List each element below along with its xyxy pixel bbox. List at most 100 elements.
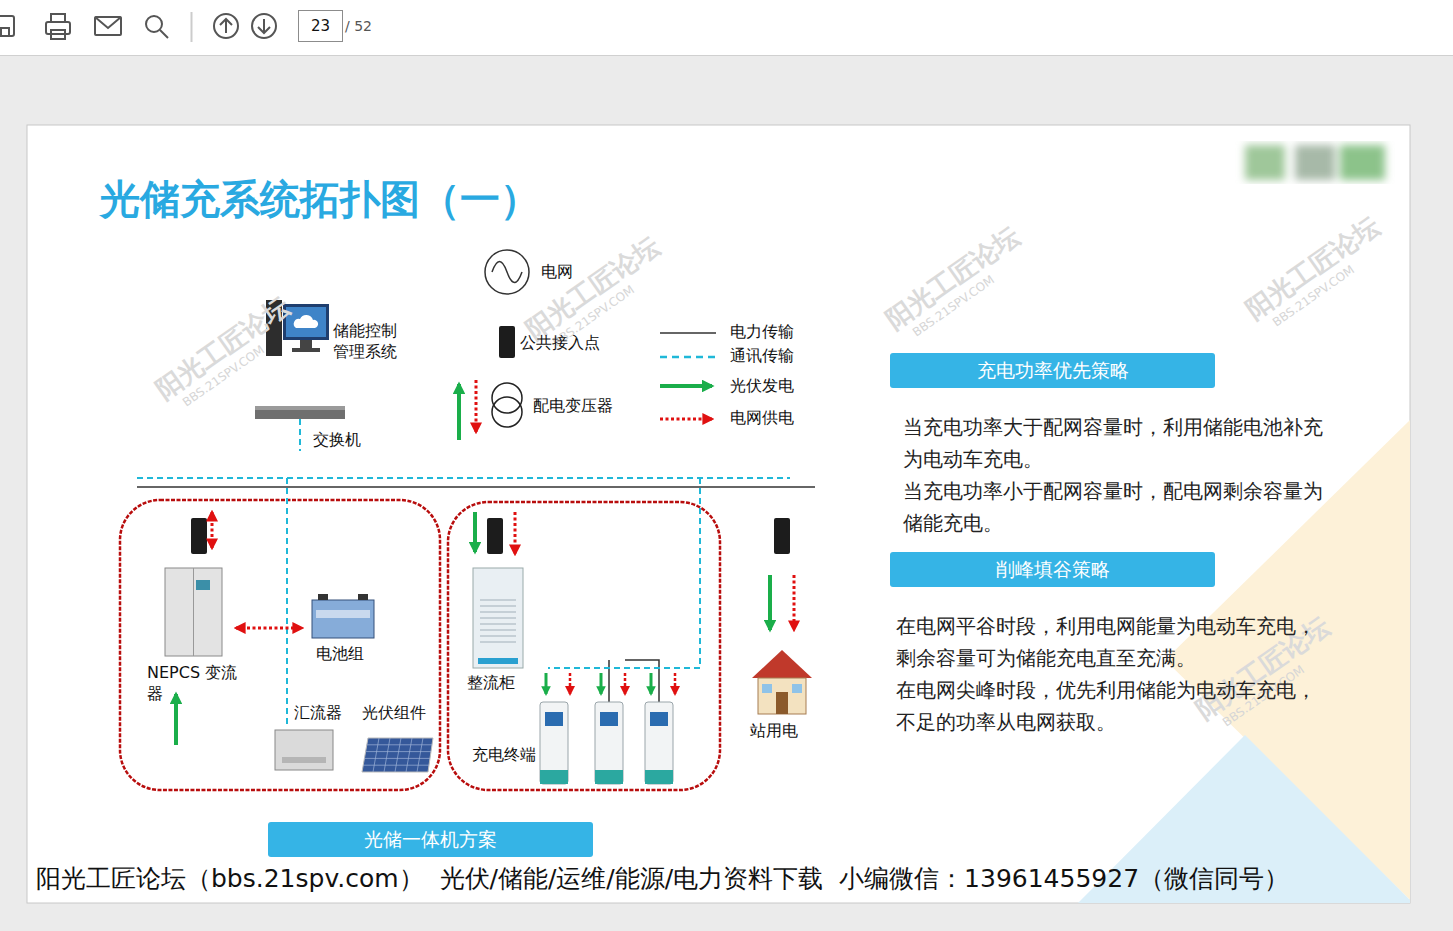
strategy-note: 当充电功率小于配网容量时，配电网剩余容量为储能充电。	[903, 475, 1335, 539]
footer-text: 阳光工匠论坛（bbs.21spv.com） 光伏/储能/运维/能源/电力资料下载…	[36, 864, 1289, 894]
viewer-chrome	[0, 0, 1453, 55]
power-wire	[137, 487, 815, 702]
flow-indicator-arrow	[768, 575, 772, 630]
rectifier-cabinet-icon	[480, 623, 516, 625]
switch-box-symbol	[774, 518, 790, 554]
rectifier-cabinet-icon	[473, 568, 523, 668]
node-label: 储能控制管理系统	[333, 320, 403, 362]
station-load: 站用电	[748, 648, 818, 743]
flow-indicator-arrow	[546, 673, 675, 694]
rectifier-cabinet-icon	[473, 568, 523, 668]
pv-panel-icon	[362, 738, 433, 772]
converter-cabinet-icon	[165, 568, 222, 656]
toolbar-icons	[214, 14, 238, 38]
node-label: 充电功率优先策略	[890, 353, 1215, 388]
charger-terminal-icon	[645, 702, 673, 784]
node-label: 光伏组件	[362, 702, 426, 723]
flow-indicator-arrow	[674, 673, 677, 694]
comm-wire	[299, 419, 301, 451]
rectifier-cabinet-icon	[480, 605, 516, 607]
rectifier-cabinet-icon	[480, 600, 516, 642]
house-icon	[776, 692, 788, 714]
toolbar-icons	[51, 30, 65, 39]
flow-indicator-arrow	[793, 575, 796, 630]
battery-pack: 电池组	[308, 593, 380, 667]
comm-wire	[137, 419, 790, 728]
battery-icon	[318, 594, 328, 600]
converter-cabinet-icon	[193, 568, 194, 656]
charging-terminal: 充电终端	[470, 698, 570, 788]
toolbar-icons	[95, 17, 121, 35]
pv-panel-icon	[406, 738, 412, 772]
legend-text: 通讯传输	[730, 346, 794, 367]
converter-cabinet-icon	[196, 580, 210, 590]
region-outline	[448, 502, 720, 790]
strategy-band: 充电功率优先策略	[890, 353, 1215, 388]
node-label: 光储一体机方案	[268, 822, 593, 857]
toolbar-icons	[46, 22, 70, 34]
toolbar-icons	[191, 12, 193, 42]
legend-text: 光伏发电	[730, 376, 794, 397]
toolbar-icons	[146, 16, 162, 32]
comm-wire	[548, 478, 700, 668]
legend-sample	[660, 356, 716, 359]
switch-box-symbol	[191, 518, 207, 554]
network-switch-icon	[255, 406, 345, 419]
combiner-box-icon	[275, 730, 333, 770]
legend-sample	[660, 333, 716, 419]
grid-symbol	[485, 250, 529, 294]
rectifier-cabinet-icon	[478, 658, 518, 664]
switch-box-symbol	[487, 518, 503, 554]
toolbar-icons	[160, 30, 168, 38]
charger-terminal-icon	[595, 770, 623, 784]
node-label: 充电终端	[472, 744, 536, 765]
rectifier-cabinet-icon	[480, 617, 516, 619]
node-label: 电池组	[316, 643, 364, 664]
charger-terminal-icon	[545, 712, 563, 726]
combiner-box-icon	[282, 757, 326, 763]
battery-icon	[316, 610, 370, 618]
switch-box-symbol	[499, 326, 515, 358]
node-label: 站用电	[750, 720, 798, 741]
network-switch-icon	[255, 406, 345, 419]
charger-terminal-icon	[540, 770, 568, 784]
charger-terminal-icon	[650, 712, 668, 726]
legend-sample	[660, 332, 716, 334]
grid-symbol	[485, 250, 529, 294]
control-system: 储能控制管理系统	[262, 298, 412, 364]
solution-band: 光储一体机方案	[268, 822, 593, 857]
combiner-box-icon	[275, 730, 333, 770]
blurred-logo	[1295, 145, 1335, 180]
house-icon	[792, 684, 802, 693]
pv-panel-icon	[384, 738, 390, 772]
node-label: NEPCS 变流器	[147, 662, 243, 704]
rectifier-cabinet-icon	[480, 629, 516, 631]
power-wire	[609, 660, 659, 702]
region-outline	[120, 500, 440, 790]
toolbar-icons	[252, 14, 276, 38]
legend-text: 电网供电	[730, 408, 794, 429]
slide-ground	[27, 125, 1410, 903]
toolbar-icons	[1, 28, 9, 36]
blurred-logo	[1340, 145, 1385, 180]
computer-icon	[294, 315, 318, 328]
blurred-logo	[1245, 145, 1385, 180]
battery-icon	[312, 594, 374, 638]
computer-icon	[292, 348, 320, 352]
charger-terminal-icon	[645, 770, 673, 784]
access-point: 公共接入点	[497, 324, 612, 360]
toolbar-icons	[95, 17, 121, 28]
pv-panel-icon	[395, 738, 401, 772]
toolbar-icons	[51, 14, 65, 22]
comm-wire	[137, 477, 790, 479]
charger-terminal-icon	[540, 702, 673, 784]
flow-indicator-arrow	[176, 384, 770, 745]
blurred-logo	[1245, 145, 1385, 180]
flow-indicator-arrow	[236, 627, 302, 630]
strategy-note: 在电网平谷时段，利用电网能量为电动车充电，剩余容量可为储能充电直至充满。	[896, 610, 1328, 674]
flow-indicator-arrow	[475, 380, 478, 432]
flow-indicator-arrow	[473, 512, 477, 552]
legend-sample	[660, 418, 712, 421]
pcs-converter: NEPCS 变流器	[145, 566, 245, 708]
